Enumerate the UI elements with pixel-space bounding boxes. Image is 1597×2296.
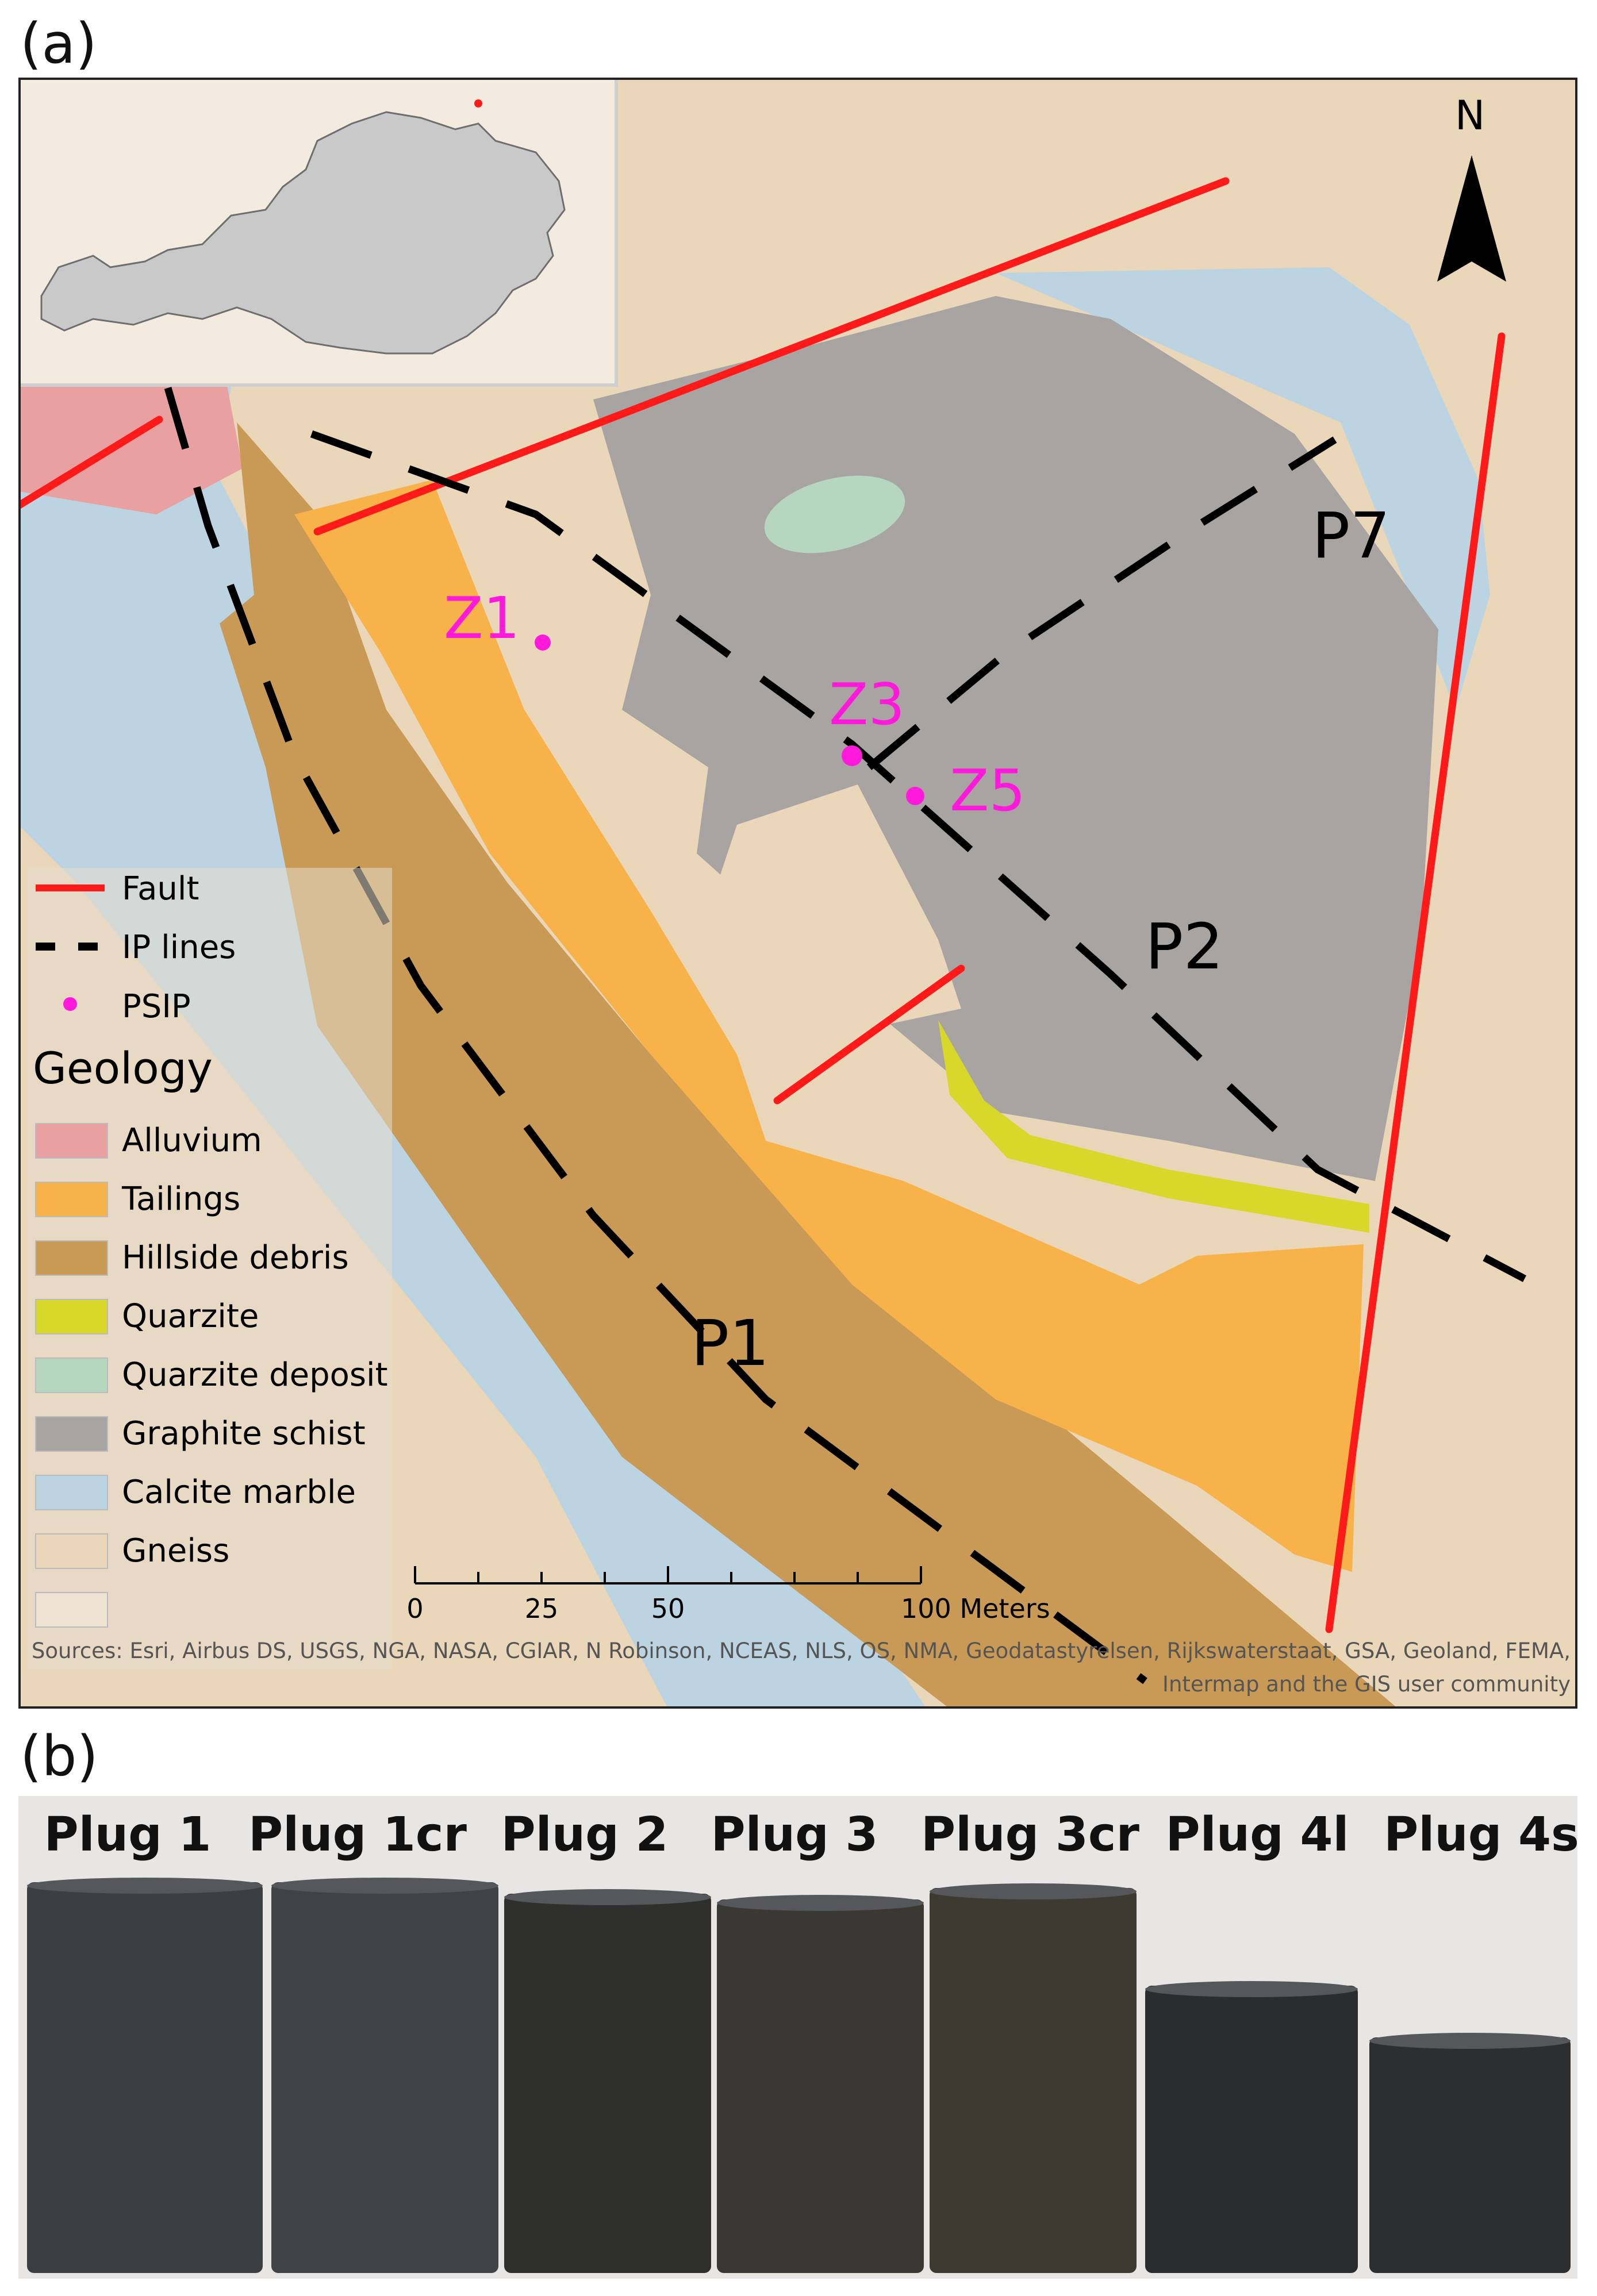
plugs-canvas: Plug 1 Plug 1cr Plug 2 Plug 3 Plug 3cr Plug 4…: [18, 1796, 1577, 2279]
plug-label: Plug 3cr: [921, 1807, 1139, 1862]
legend-unit-swatch: [35, 1357, 108, 1393]
austria-outline: [40, 111, 566, 355]
plug-label: Plug 2: [501, 1807, 669, 1862]
ip-line-p2: [310, 430, 1527, 1282]
plug-label: Plug 1: [44, 1807, 212, 1862]
psip-point-z1: [535, 634, 551, 651]
legend-geology-title: Geology: [33, 1043, 213, 1094]
legend-unit-swatch: [35, 1182, 108, 1217]
legend-unit-label: Tailings: [121, 1180, 240, 1218]
plug-label: Plug 3: [711, 1807, 878, 1862]
legend-unit-label: Graphite schist: [122, 1415, 366, 1452]
scale-tick-0: 0: [406, 1593, 423, 1624]
fault-line: [313, 177, 1230, 536]
legend-ip-label: IP lines: [122, 929, 236, 966]
legend-psip-label: PSIP: [122, 988, 191, 1025]
profile-label-p7: P7: [1312, 499, 1390, 572]
fault-line: [18, 416, 163, 510]
map-border: [18, 78, 1577, 1709]
scale-bar: [414, 1566, 922, 1584]
plug-label: Plug 4l: [1166, 1807, 1349, 1862]
legend-unit-swatch: [35, 1299, 108, 1334]
plug-top-face: [1145, 1981, 1358, 1997]
profile-label-p1: P1: [691, 1306, 769, 1380]
plug-top-face: [27, 1878, 263, 1894]
hillside-debris-area: [220, 422, 1398, 1709]
legend-fault-label: Fault: [122, 870, 199, 907]
plug-core-image: [271, 1882, 498, 2273]
legend-unit-label: Gneiss: [122, 1532, 229, 1570]
plug-top-face: [930, 1883, 1137, 1899]
psip-point-z3: [842, 745, 862, 766]
legend-unit-swatch: [35, 1592, 108, 1628]
legend-psip-swatch: [63, 997, 77, 1011]
plug-core-image: [1145, 1986, 1358, 2273]
fault-lines: [18, 177, 1506, 1633]
fault-line: [773, 964, 965, 1105]
plug-core-image: [504, 1894, 711, 2273]
plug-core-image: [27, 1882, 263, 2273]
rock-plugs-photo: Plug 1 Plug 1cr Plug 2 Plug 3 Plug 3cr Plug 4…: [18, 1796, 1577, 2279]
panel-b-label: (b): [20, 1724, 98, 1789]
gneiss-inlier: [708, 784, 961, 1026]
quarzite-area: [938, 1020, 1369, 1233]
north-label: N: [1455, 92, 1485, 139]
psip-label-z3: Z3: [829, 671, 905, 738]
profile-label-p2: P2: [1145, 910, 1223, 983]
map-canvas: Z1 Z3 Z5 P1 P2 P7 N Fault IP lines PSIP …: [18, 78, 1577, 1709]
legend-unit-swatch: [35, 1416, 108, 1452]
scale-tick-25: 25: [525, 1593, 559, 1624]
legend-unit-swatch: [35, 1123, 108, 1159]
scale-tick-100: 100 Meters: [901, 1593, 1050, 1624]
geology-map: Z1 Z3 Z5 P1 P2 P7 N Fault IP lines PSIP …: [18, 78, 1577, 1709]
legend-unit-label: Calcite marble: [122, 1474, 356, 1511]
plug-label: Plug 1cr: [248, 1807, 467, 1862]
inset-site-marker: [474, 99, 482, 107]
calcite-marble-right: [996, 267, 1490, 710]
map-sources-line1: Sources: Esri, Airbus DS, USGS, NGA, NAS…: [32, 1639, 1571, 1663]
plug-core-image: [930, 1888, 1137, 2273]
scale-tick-50: 50: [651, 1593, 685, 1624]
ip-lines: [164, 387, 1527, 1684]
north-arrow: N: [1437, 92, 1506, 282]
plug-top-face: [717, 1895, 924, 1911]
fault-line: [1325, 332, 1506, 1633]
plug-core-image: [1369, 2037, 1571, 2273]
map-legend: Fault IP lines PSIP Geology AlluviumTail…: [27, 868, 392, 1670]
map-sources-line2: Intermap and the GIS user community: [1162, 1672, 1571, 1697]
plug-top-face: [1369, 2033, 1571, 2049]
panel-a-label: (a): [20, 11, 97, 76]
plug-top-face: [504, 1889, 711, 1905]
tailings-area: [294, 480, 1364, 1572]
psip-point-z5: [906, 787, 924, 805]
ip-line-p1: [164, 387, 1147, 1684]
legend-unit-label: Quarzite: [122, 1298, 259, 1335]
legend-unit-label: Alluvium: [122, 1122, 262, 1159]
psip-label-z1: Z1: [444, 584, 520, 652]
legend-unit-swatch: [35, 1533, 108, 1569]
plug-top-face: [271, 1878, 498, 1894]
quarzite-deposit-area: [764, 475, 905, 553]
legend-unit-swatch: [35, 1475, 108, 1510]
north-arrow-icon: [1437, 155, 1506, 282]
legend-unit-label: Quarzite deposit: [122, 1356, 388, 1394]
plug-core-image: [717, 1899, 924, 2273]
legend-unit-label: Hillside debris: [122, 1239, 349, 1276]
legend-unit-swatch: [35, 1240, 108, 1276]
psip-label-z5: Z5: [950, 757, 1026, 824]
plug-label: Plug 4s: [1384, 1807, 1577, 1862]
